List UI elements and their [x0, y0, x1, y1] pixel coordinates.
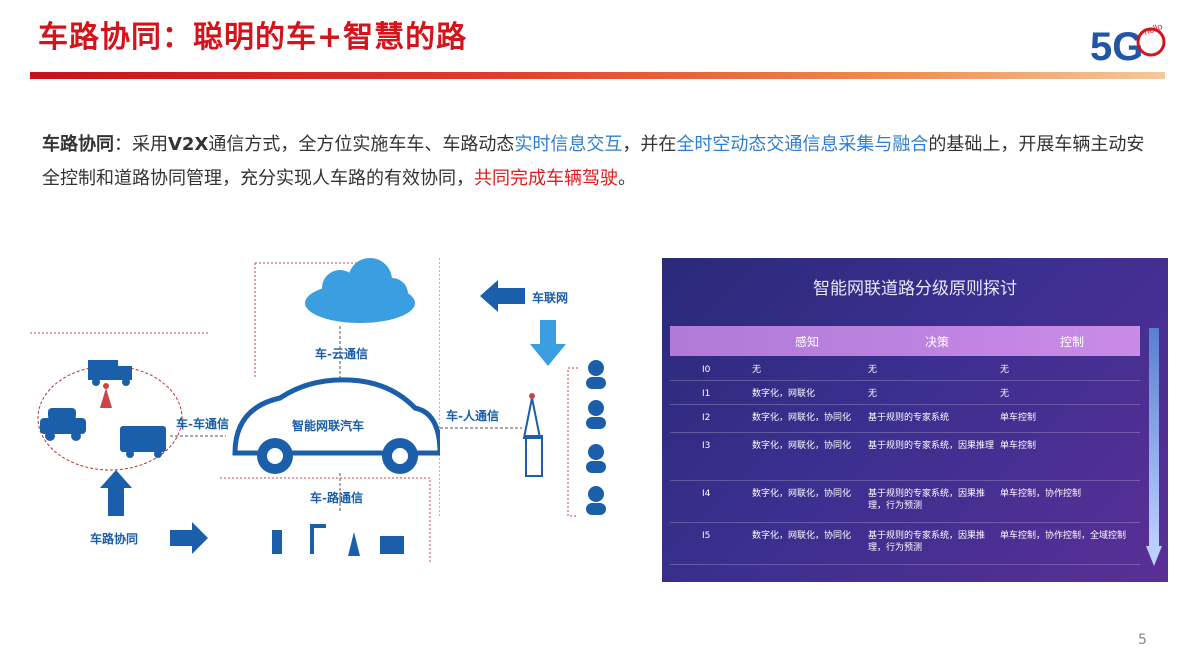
right-arrow-icon [170, 522, 208, 554]
table-row: I5 数字化，网联化，协同化 基于规则的专家系统，因果推理，行为预测 单车控制，… [670, 524, 1140, 565]
table-row: I3 数字化，网联化，协同化 基于规则的专家系统，因果推理 单车控制 [670, 434, 1140, 481]
text: 。 [618, 168, 636, 189]
highlight-blue: 实时信息交互 [514, 134, 623, 155]
cell-sense: 数字化，网联化 [752, 389, 816, 399]
intro-paragraph: 车路协同：采用V2X通信方式，全方位实施车车、车路动态实时信息交互，并在全时空动… [42, 128, 1152, 196]
cell-decide: 基于规则的专家系统，因果推理 [868, 441, 995, 451]
cell-decide: 基于规则的专家系统，因果推理，行为预测 [868, 531, 986, 553]
v2v-label: 车-车通信 [176, 416, 229, 431]
road-infrastructure-icons [272, 524, 404, 556]
cvis-label: 车路协同 [90, 531, 138, 546]
v2x-diagram: 车-云通信 车-车通信 智能网联汽车 车-路通信 车路协同 [30, 258, 440, 563]
highlight-red: 共同完成车辆驾驶 [474, 168, 618, 189]
road-grading-table-panel: 智能网联道路分级原则探讨 感知 决策 控制 I0 无 无 无 I1 数字化，网联… [662, 258, 1168, 582]
connected-car-icon [232, 377, 440, 474]
cell-decide: 无 [868, 365, 878, 375]
tower-icon [522, 393, 542, 439]
down-arrow-icon [530, 320, 566, 366]
logo-text: 5G [1090, 25, 1143, 68]
cell-control: 单车控制 [1000, 413, 1037, 423]
cell-decide: 基于规则的专家系统，因果推理，行为预测 [868, 489, 986, 511]
page-title: 车路协同：聪明的车+智慧的路 [38, 20, 468, 55]
cell-control: 单车控制，协作控制 [1000, 489, 1082, 499]
phone-icon [525, 435, 543, 477]
cell-level: I3 [702, 441, 711, 451]
cell-sense: 数字化，网联化，协同化 [752, 531, 852, 541]
text: 通信方式，全方位实施车车、车路动态 [208, 134, 515, 155]
cell-control: 单车控制 [1000, 441, 1037, 451]
cell-level: I5 [702, 531, 711, 541]
cell-level: I2 [702, 413, 711, 423]
v2x-term: V2X [168, 134, 209, 155]
cell-level: I4 [702, 489, 711, 499]
v2p-diagram: 车联网 车-人通信 [440, 280, 606, 517]
iov-label: 车联网 [532, 290, 568, 305]
cell-level: I1 [702, 389, 711, 399]
cell-sense: 数字化，网联化，协同化 [752, 441, 852, 451]
header-divider [30, 72, 1165, 79]
cell-control: 单车控制，协作控制，全域控制 [1000, 531, 1127, 541]
header-sense: 感知 [795, 335, 820, 349]
left-arrow-icon [480, 280, 525, 312]
text: 的基础上，开展车辆主动安全控制和道路协同管理，充分实现人车路的有效协同， [42, 134, 1145, 189]
table-row: I0 无 无 无 [670, 358, 1140, 381]
cell-control: 无 [1000, 389, 1010, 399]
table-row: I1 数字化，网联化 无 无 [670, 382, 1140, 405]
highlight-blue: 全时空动态交通信息采集与融合 [676, 134, 929, 155]
cell-sense: 数字化，网联化，协同化 [752, 413, 852, 423]
cell-level: I0 [702, 365, 711, 375]
header-decide: 决策 [925, 335, 950, 349]
v2r-label: 车-路通信 [310, 490, 363, 505]
car-small-icon [40, 408, 86, 441]
v2c-label: 车-云通信 [315, 346, 368, 361]
cell-sense: 无 [752, 365, 762, 375]
table-row: I4 数字化，网联化，协同化 基于规则的专家系统，因果推理，行为预测 单车控制，… [670, 482, 1140, 523]
page-number: 5 [1138, 632, 1147, 648]
cell-decide: 基于规则的专家系统 [868, 413, 950, 423]
down-gradient-arrow-icon [1146, 328, 1162, 566]
truck-icon [88, 360, 132, 386]
up-arrow-icon [100, 470, 132, 516]
table-header: 感知 决策 控制 [670, 326, 1140, 356]
cell-control: 无 [1000, 365, 1010, 375]
cell-decide: 无 [868, 389, 878, 399]
5g-logo: 5G hello [1090, 21, 1166, 68]
antenna-icon [100, 383, 112, 408]
table-title: 智能网联道路分级原则探讨 [813, 279, 1017, 299]
text: ，并在 [622, 134, 677, 155]
v2p-label: 车-人通信 [446, 408, 499, 423]
cell-sense: 数字化，网联化，协同化 [752, 489, 852, 499]
person-icons [586, 360, 606, 515]
cloud-icon [305, 258, 415, 323]
lead-term: 车路协同 [42, 134, 114, 155]
bus-icon [120, 426, 166, 458]
text: ：采用 [114, 134, 168, 155]
header-control: 控制 [1060, 335, 1085, 349]
table-row: I2 数字化，网联化，协同化 基于规则的专家系统 单车控制 [670, 406, 1140, 433]
car-label: 智能网联汽车 [291, 418, 364, 433]
